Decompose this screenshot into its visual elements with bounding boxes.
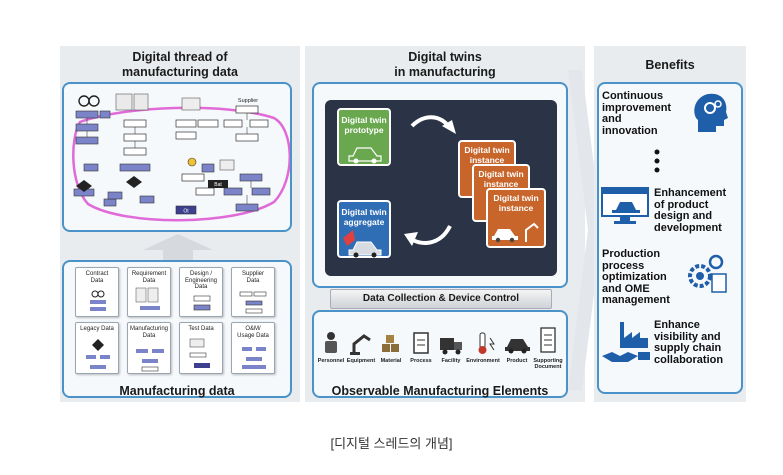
flowchart-icon: [90, 290, 106, 311]
benefits-title: Benefits: [645, 58, 695, 72]
observable-elements-title: Observable Manufacturing Elements: [331, 384, 549, 398]
ome-personnel: Personnel: [316, 330, 346, 364]
benefit-supply-chain: Enhance visibility and supply chain coll…: [654, 319, 724, 366]
data-collection-bar: Data Collection & Device Control: [330, 289, 552, 309]
data-collection-label: Data Collection & Device Control: [362, 293, 520, 304]
monitor-car-icon: [601, 187, 649, 224]
ome-supporting-document: Supporting Document: [532, 326, 564, 370]
digital-twin-prototype: Digital twin prototype: [337, 108, 391, 166]
digital-twin-aggregate: Digital twin aggregate: [337, 200, 391, 258]
data-card-legacy: Legacy Data: [75, 322, 119, 374]
robot-arm-icon: [350, 334, 371, 355]
curved-arrow-icon: [404, 224, 452, 246]
ome-facility: Facility: [436, 330, 466, 364]
benefit-process-optimization: Production process optimization and OME …: [602, 248, 670, 306]
boxes-icon: [382, 335, 399, 352]
data-card-design: Design / Engineering Data: [179, 267, 223, 317]
bat-label: Bat: [214, 182, 222, 188]
data-card-om-usage: O&M/ Usage Data: [231, 322, 275, 374]
digital-thread-box: Ot Supplier Bat: [62, 82, 292, 232]
ome-process: Process: [406, 330, 436, 364]
truck-icon: [440, 338, 462, 355]
car-icon: [348, 147, 382, 164]
vertical-ellipsis-icon: [654, 149, 660, 173]
benefit-product-design: Enhancement of product design and develo…: [654, 187, 727, 234]
ome-environment: Environment: [466, 330, 500, 364]
car-icon: [343, 230, 382, 258]
benefit-continuous-improvement: Continuous improvement and innovation: [602, 90, 672, 137]
digital-thread-title: Digital thread of manufacturing data: [122, 50, 238, 79]
gears-icon: [688, 254, 727, 293]
factory-handshake-icon: [602, 322, 650, 362]
flowchart-icon: [242, 347, 266, 369]
data-card-test: Test Data: [179, 322, 223, 374]
thermometer-icon: [478, 332, 495, 354]
head-gears-icon: [694, 93, 728, 132]
up-arrow-icon: [143, 234, 213, 260]
clipboard-icon: [413, 332, 429, 354]
supplier-label: Supplier: [238, 98, 258, 104]
ome-product: Product: [502, 330, 532, 364]
data-card-requirement: Requirement Data: [127, 267, 171, 317]
digital-twin-instance-3: Digital twin instance: [486, 188, 546, 248]
ot-label: Ot: [183, 209, 189, 215]
flowchart-icon: [189, 338, 210, 368]
person-icon: [325, 332, 337, 353]
flowchart-icon: [193, 295, 211, 311]
ome-icons-row: Personnel Equipment Material Process Fac…: [316, 327, 564, 370]
flowchart-icon: [86, 339, 110, 369]
digital-thread-flowcharts: Ot Supplier Bat: [72, 93, 290, 222]
car-robot-icon: [492, 222, 539, 243]
flowchart-icon: [136, 349, 164, 372]
figure-caption: [디지털 스레드의 개념]: [330, 436, 453, 451]
flowchart-icon: [239, 291, 267, 314]
curved-arrow-icon: [410, 115, 456, 134]
ome-equipment: Equipment: [346, 330, 376, 364]
ome-material: Material: [376, 330, 406, 364]
data-card-supplier: Supplier Data: [231, 267, 275, 317]
data-card-contract: Contract Data: [75, 267, 119, 317]
document-icon: [540, 327, 556, 353]
digital-twins-title: Digital twins in manufacturing: [394, 50, 496, 79]
manufacturing-data-title: Manufacturing data: [119, 384, 235, 398]
car-icon: [505, 339, 530, 354]
document-icon: [135, 287, 160, 310]
data-card-manufacturing: Manufacturing Data: [127, 322, 171, 374]
